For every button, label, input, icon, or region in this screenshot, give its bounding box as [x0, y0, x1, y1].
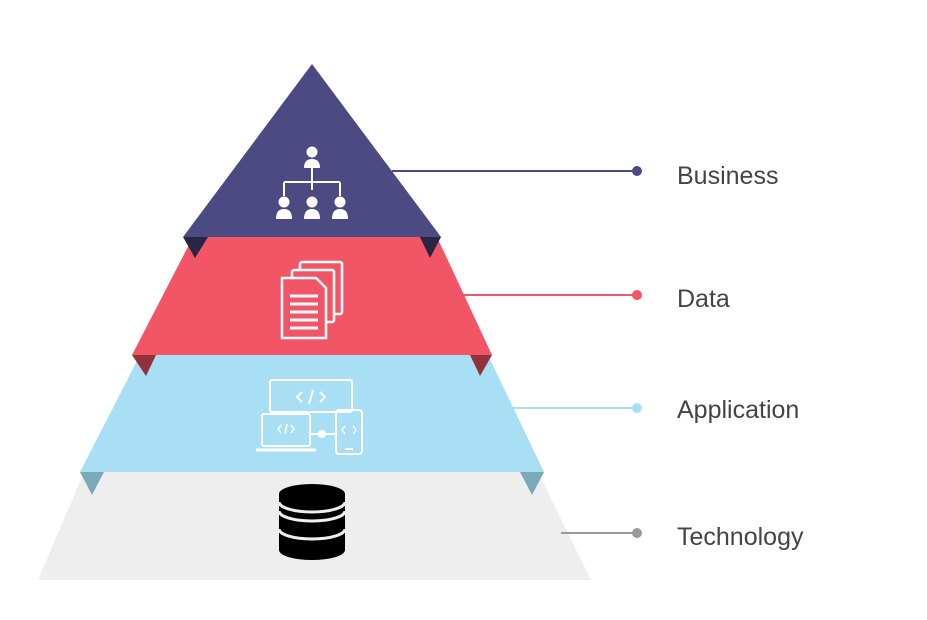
- connector-data-dot: [632, 290, 642, 300]
- layer-data-shadow-right: [470, 355, 492, 376]
- layer-business-shadow-right: [420, 237, 441, 258]
- connector-application-dot: [632, 403, 642, 413]
- layer-data-shadow-left: [132, 355, 156, 376]
- connector-technology-dot: [632, 528, 642, 538]
- devices-code-icon: [256, 379, 363, 455]
- database-icon: [277, 484, 347, 560]
- layer-application-shadow-left: [80, 472, 104, 495]
- label-data: Data: [677, 285, 730, 313]
- label-application: Application: [677, 396, 800, 424]
- layer-application: [80, 355, 544, 472]
- connector-technology: [561, 528, 642, 538]
- connector-business: [392, 166, 642, 176]
- label-business: Business: [677, 162, 779, 190]
- layer-application-shadow-right: [520, 472, 544, 495]
- layer-business-shadow-left: [183, 237, 208, 258]
- org-chart-icon: [276, 146, 348, 219]
- connector-application: [505, 403, 642, 413]
- documents-icon: [280, 260, 344, 340]
- label-technology: Technology: [677, 523, 804, 551]
- connector-business-dot: [632, 166, 642, 176]
- connector-data: [455, 290, 642, 300]
- layer-application-shape: [80, 355, 544, 472]
